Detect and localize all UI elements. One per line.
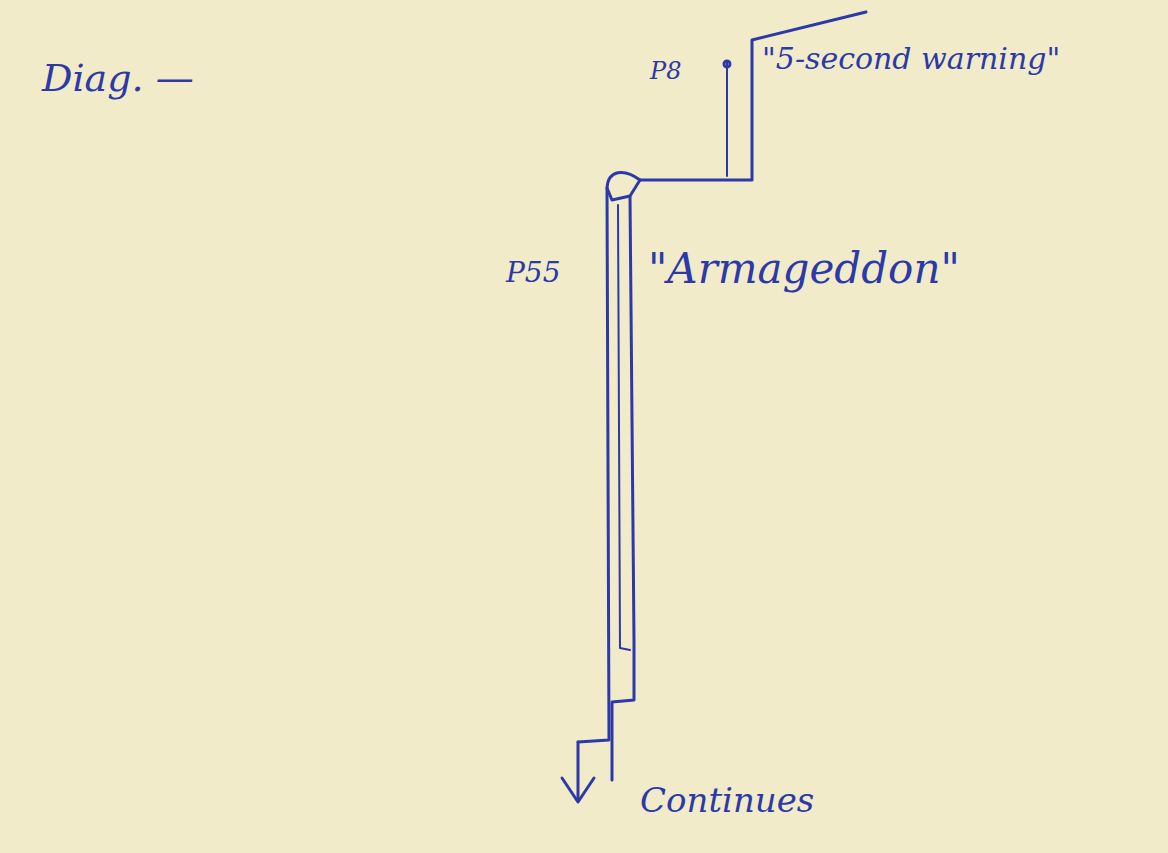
pitch-number: P8 [650, 58, 681, 84]
pitch-number: P55 [506, 258, 560, 289]
ledge-line [640, 12, 866, 180]
arrow-line [577, 742, 580, 800]
continuation-note: Continues [640, 782, 814, 819]
anchor-dot [724, 61, 730, 67]
pitch-name: "Armageddon" [648, 246, 960, 292]
diagram-heading: Diag. — [42, 58, 194, 100]
pitch-name: "5-second warning" [762, 42, 1060, 75]
arrow-head [562, 778, 594, 802]
rope-line [618, 205, 630, 650]
shaft-head [607, 172, 640, 200]
shaft-wall [578, 188, 609, 742]
rope-line [726, 62, 728, 176]
shaft-wall [612, 196, 634, 780]
